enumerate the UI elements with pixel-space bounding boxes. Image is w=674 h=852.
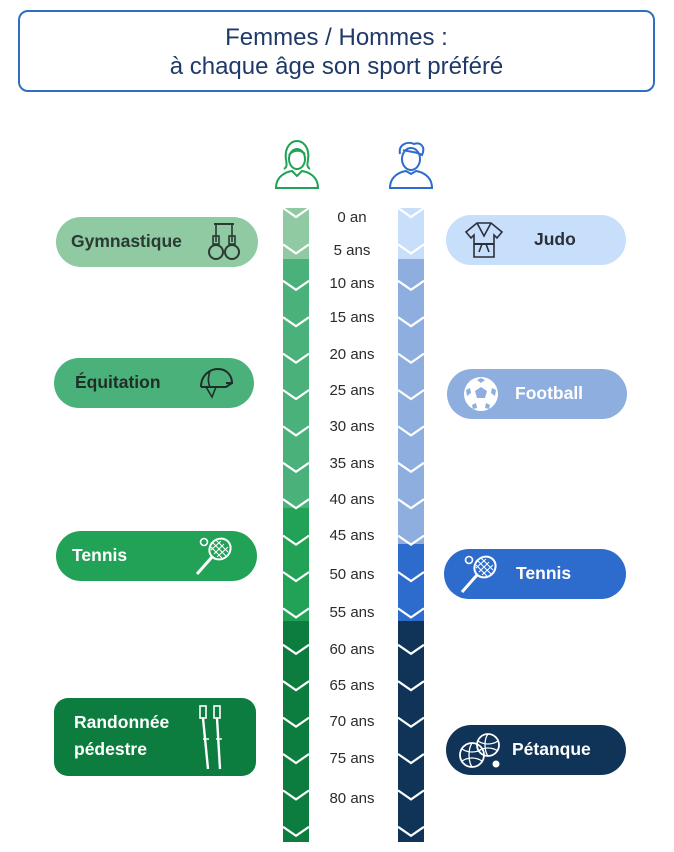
men-column-chevron	[397, 825, 425, 838]
pill-label: Équitation	[75, 372, 161, 392]
men-column-chevron	[397, 316, 425, 328]
age-label: 80 ans	[329, 790, 375, 807]
men-column-chevron	[397, 716, 425, 728]
women-column-chevron	[282, 207, 310, 219]
pill-label: Tennis	[72, 545, 128, 565]
age-label: 40 ans	[329, 491, 375, 508]
age-label: 10 ans	[329, 275, 375, 292]
title-box: Femmes / Hommes : à chaque âge son sport…	[18, 10, 655, 92]
tennis-racket-icon	[460, 555, 497, 593]
women-column-chevron	[282, 571, 310, 583]
age-label: 30 ans	[329, 418, 375, 435]
men-column-chevron	[397, 643, 425, 656]
title-line-2: à chaque âge son sport préféré	[169, 53, 504, 80]
men-column-chevron	[397, 425, 425, 437]
pill-label: Judo	[534, 229, 576, 249]
women-column-segment	[283, 508, 309, 621]
women-column-chevron	[282, 753, 310, 765]
pill-label: Gymnastique	[71, 231, 182, 251]
men-column-chevron	[397, 352, 425, 364]
women-column-chevron	[282, 607, 310, 619]
petanque-balls-icon	[459, 733, 500, 768]
judogi-icon	[464, 222, 504, 258]
women-column-chevron	[282, 825, 310, 838]
women-column-chevron	[282, 279, 310, 292]
women-pill-gymnastique: Gymnastique	[56, 217, 258, 267]
women-column-chevron	[282, 461, 310, 474]
riding-helmet-icon	[200, 367, 234, 399]
men-column-chevron	[397, 279, 425, 292]
women-column-chevron	[282, 498, 310, 510]
men-column-segment	[398, 621, 424, 842]
age-label: 55 ans	[329, 604, 375, 621]
men-pill-football: Football	[447, 369, 627, 419]
age-label: 50 ans	[329, 566, 375, 583]
men-column-segment	[398, 544, 424, 621]
woman-icon	[274, 139, 320, 189]
pill-label-line-2: pédestre	[74, 739, 147, 759]
men-column-chevron	[397, 753, 425, 765]
age-label: 35 ans	[329, 455, 375, 472]
women-column-chevron	[282, 716, 310, 728]
men-column-chevron	[397, 534, 425, 546]
men-pill-tennis: Tennis	[444, 549, 626, 599]
women-pill-equitation: Équitation	[54, 358, 254, 408]
men-column-chevron	[397, 243, 425, 255]
age-label: 15 ans	[329, 309, 375, 326]
pill-label: Tennis	[516, 563, 572, 583]
man-icon	[388, 141, 434, 189]
women-column-chevron	[282, 389, 310, 401]
men-column-chevron	[397, 789, 425, 801]
men-column-chevron	[397, 607, 425, 619]
pill-label: Football	[515, 383, 584, 403]
age-label: 20 ans	[329, 346, 375, 363]
age-label: 75 ans	[329, 750, 375, 767]
women-column-segment	[283, 621, 309, 842]
women-column-chevron	[282, 243, 310, 255]
title-line-1: Femmes / Hommes :	[225, 24, 448, 51]
men-pill-petanque: Pétanque	[446, 725, 626, 775]
men-column-chevron	[397, 461, 425, 474]
men-column-chevron	[397, 498, 425, 510]
pill-label: Pétanque	[512, 739, 591, 759]
age-label: 65 ans	[329, 677, 375, 694]
men-column-chevron	[397, 389, 425, 401]
men-column-segment	[398, 208, 424, 259]
women-column-chevron	[282, 680, 310, 692]
gymnastic-rings-icon	[208, 223, 240, 260]
men-column-segment	[398, 259, 424, 544]
pill-label-line-1: Randonnée	[74, 712, 170, 732]
women-column-chevron	[282, 534, 310, 546]
men-pill-judo: Judo	[446, 215, 626, 265]
men-column-chevron	[397, 680, 425, 692]
women-column-chevron	[282, 789, 310, 801]
men-column-chevron	[397, 571, 425, 583]
women-column-chevron	[282, 352, 310, 364]
women-pill-randonnee: Randonnée pédestre	[54, 698, 256, 776]
women-column-chevron	[282, 643, 310, 656]
age-label: 70 ans	[329, 713, 375, 730]
age-label: 25 ans	[329, 382, 375, 399]
men-column-chevron	[397, 207, 425, 219]
women-column-chevron	[282, 316, 310, 328]
tennis-racket-icon	[195, 537, 232, 575]
women-column-chevron	[282, 425, 310, 437]
age-label: 0 an	[337, 209, 367, 226]
age-label: 60 ans	[329, 641, 375, 658]
age-label: 45 ans	[329, 527, 375, 544]
age-label: 5 ans	[333, 242, 371, 259]
football-icon	[464, 377, 498, 411]
women-pill-tennis: Tennis	[56, 531, 257, 581]
hiking-poles-icon	[199, 705, 222, 770]
women-column-segment	[283, 208, 309, 259]
